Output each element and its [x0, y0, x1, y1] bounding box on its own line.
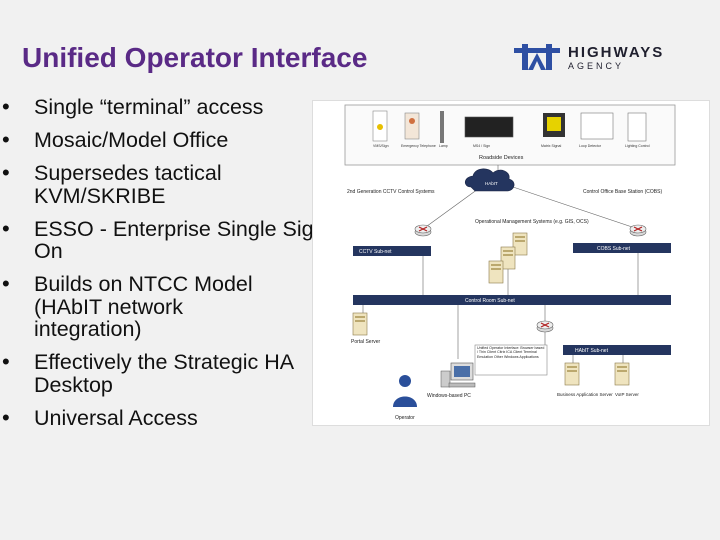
cctv-router-icon [414, 224, 432, 237]
bullet-text: Effectively the Strategic HA Desktop [34, 350, 293, 397]
cctv-subnet-bar [353, 246, 431, 256]
portal-server-label: Portal Server [351, 339, 381, 345]
bullet-item: • Single “terminal” access [0, 94, 334, 119]
habit-subnet-label: HAbIT Sub-net [575, 348, 609, 354]
uoi-box [474, 344, 548, 376]
bullet-text: Builds on NTCC Model (HAbIT network inte… [34, 272, 253, 341]
device-label: VMS/Sign [373, 144, 389, 148]
habit-cloud: HAbIT [464, 168, 515, 192]
highways-agency-logo: HIGHWAYS AGENCY [512, 42, 692, 74]
device-label: Lighting Control [625, 144, 650, 148]
cctv-systems-text: 2nd Generation CCTV Control Systems [347, 189, 435, 195]
habit-cloud-label: HAbIT [485, 181, 498, 186]
ops-server-icon [488, 260, 504, 284]
cobs-subnet-bar [573, 243, 671, 253]
bullet-text: Universal Access [34, 405, 198, 430]
bullet-dot-icon: • [2, 271, 10, 296]
bullet-item: • Supersedes tactical KVM/SKRIBE [0, 160, 222, 208]
slide-title: Unified Operator Interface [22, 42, 368, 73]
cctv-systems-label: 2nd Generation CCTV Control Systems [347, 189, 435, 195]
bullet-item: • Universal Access [0, 404, 334, 430]
windows-pc-label: Windows-based PC [427, 393, 471, 399]
control-room-subnet-bar [353, 295, 671, 305]
logo-text-highways: HIGHWAYS [568, 44, 665, 61]
device-label: Lamp [439, 144, 448, 148]
device-label: Loop Detector [579, 144, 602, 148]
business-server-label: Business Application Server [557, 392, 613, 397]
operator-icon [393, 375, 417, 407]
bullet-text: Mosaic/Model Office [34, 128, 229, 152]
bullet-text: Supersedes tactical KVM/SKRIBE [34, 161, 222, 208]
device-label: MS4 / Sign [473, 144, 490, 148]
bullet-list: • Single “terminal” access • Mosaic/Model … [0, 94, 334, 440]
voip-server-label: VoIP Server [615, 392, 639, 397]
network-diagram: VMS/Sign Emergency Telephone Lamp MS4 / … [312, 100, 710, 426]
control-room-subnet-label: Control Room Sub-net [465, 298, 515, 304]
habit-subnet-bar [563, 345, 671, 355]
portal-server-icon [352, 312, 368, 336]
bullet-item: • Mosaic/Model Office [0, 127, 334, 152]
bullet-text: ESSO - Enterprise Single Sign-On [34, 216, 333, 263]
bullet-text: Single “terminal” access [34, 95, 264, 119]
uoi-box-text-wrap: Unified Operator Interface: Browser base… [477, 346, 545, 359]
habit-router-icon [536, 320, 554, 333]
bullet-dot-icon: • [2, 94, 10, 119]
bullet-dot-icon: • [2, 127, 10, 152]
roadside-devices-label: Roadside Devices [479, 155, 524, 161]
highways-agency-logo-icon [514, 44, 560, 70]
bullet-dot-icon: • [2, 404, 10, 430]
device-label: Matrix Signal [541, 144, 561, 148]
uoi-box-text: Unified Operator Interface: Browser base… [477, 346, 545, 359]
bullet-dot-icon: • [2, 215, 10, 241]
device-label: Emergency Telephone [401, 144, 436, 148]
logo-text-agency: AGENCY [568, 61, 625, 71]
bullet-item: • Effectively the Strategic HA Desktop [0, 349, 334, 397]
cobs-subnet-label: COBS Sub-net [597, 246, 631, 252]
business-server-icon [564, 362, 580, 386]
voip-server-icon [614, 362, 630, 386]
roadside-device-icons [372, 110, 647, 143]
bullet-dot-icon: • [2, 349, 10, 374]
windows-pc-icon [440, 362, 476, 388]
ops-mgmt-label: Operational Management Systems (e.g. GIS… [475, 219, 589, 225]
bullet-item: • ESSO - Enterprise Single Sign-On [0, 215, 334, 263]
operator-label: Operator [395, 415, 415, 421]
cobs-label: Control Office Base Station (COBS) [583, 189, 662, 195]
bullet-item: • Builds on NTCC Model (HAbIT network int… [0, 271, 284, 341]
cobs-router-icon [629, 224, 647, 237]
cctv-subnet-label: CCTV Sub-net [359, 249, 392, 255]
bullet-dot-icon: • [2, 160, 10, 185]
